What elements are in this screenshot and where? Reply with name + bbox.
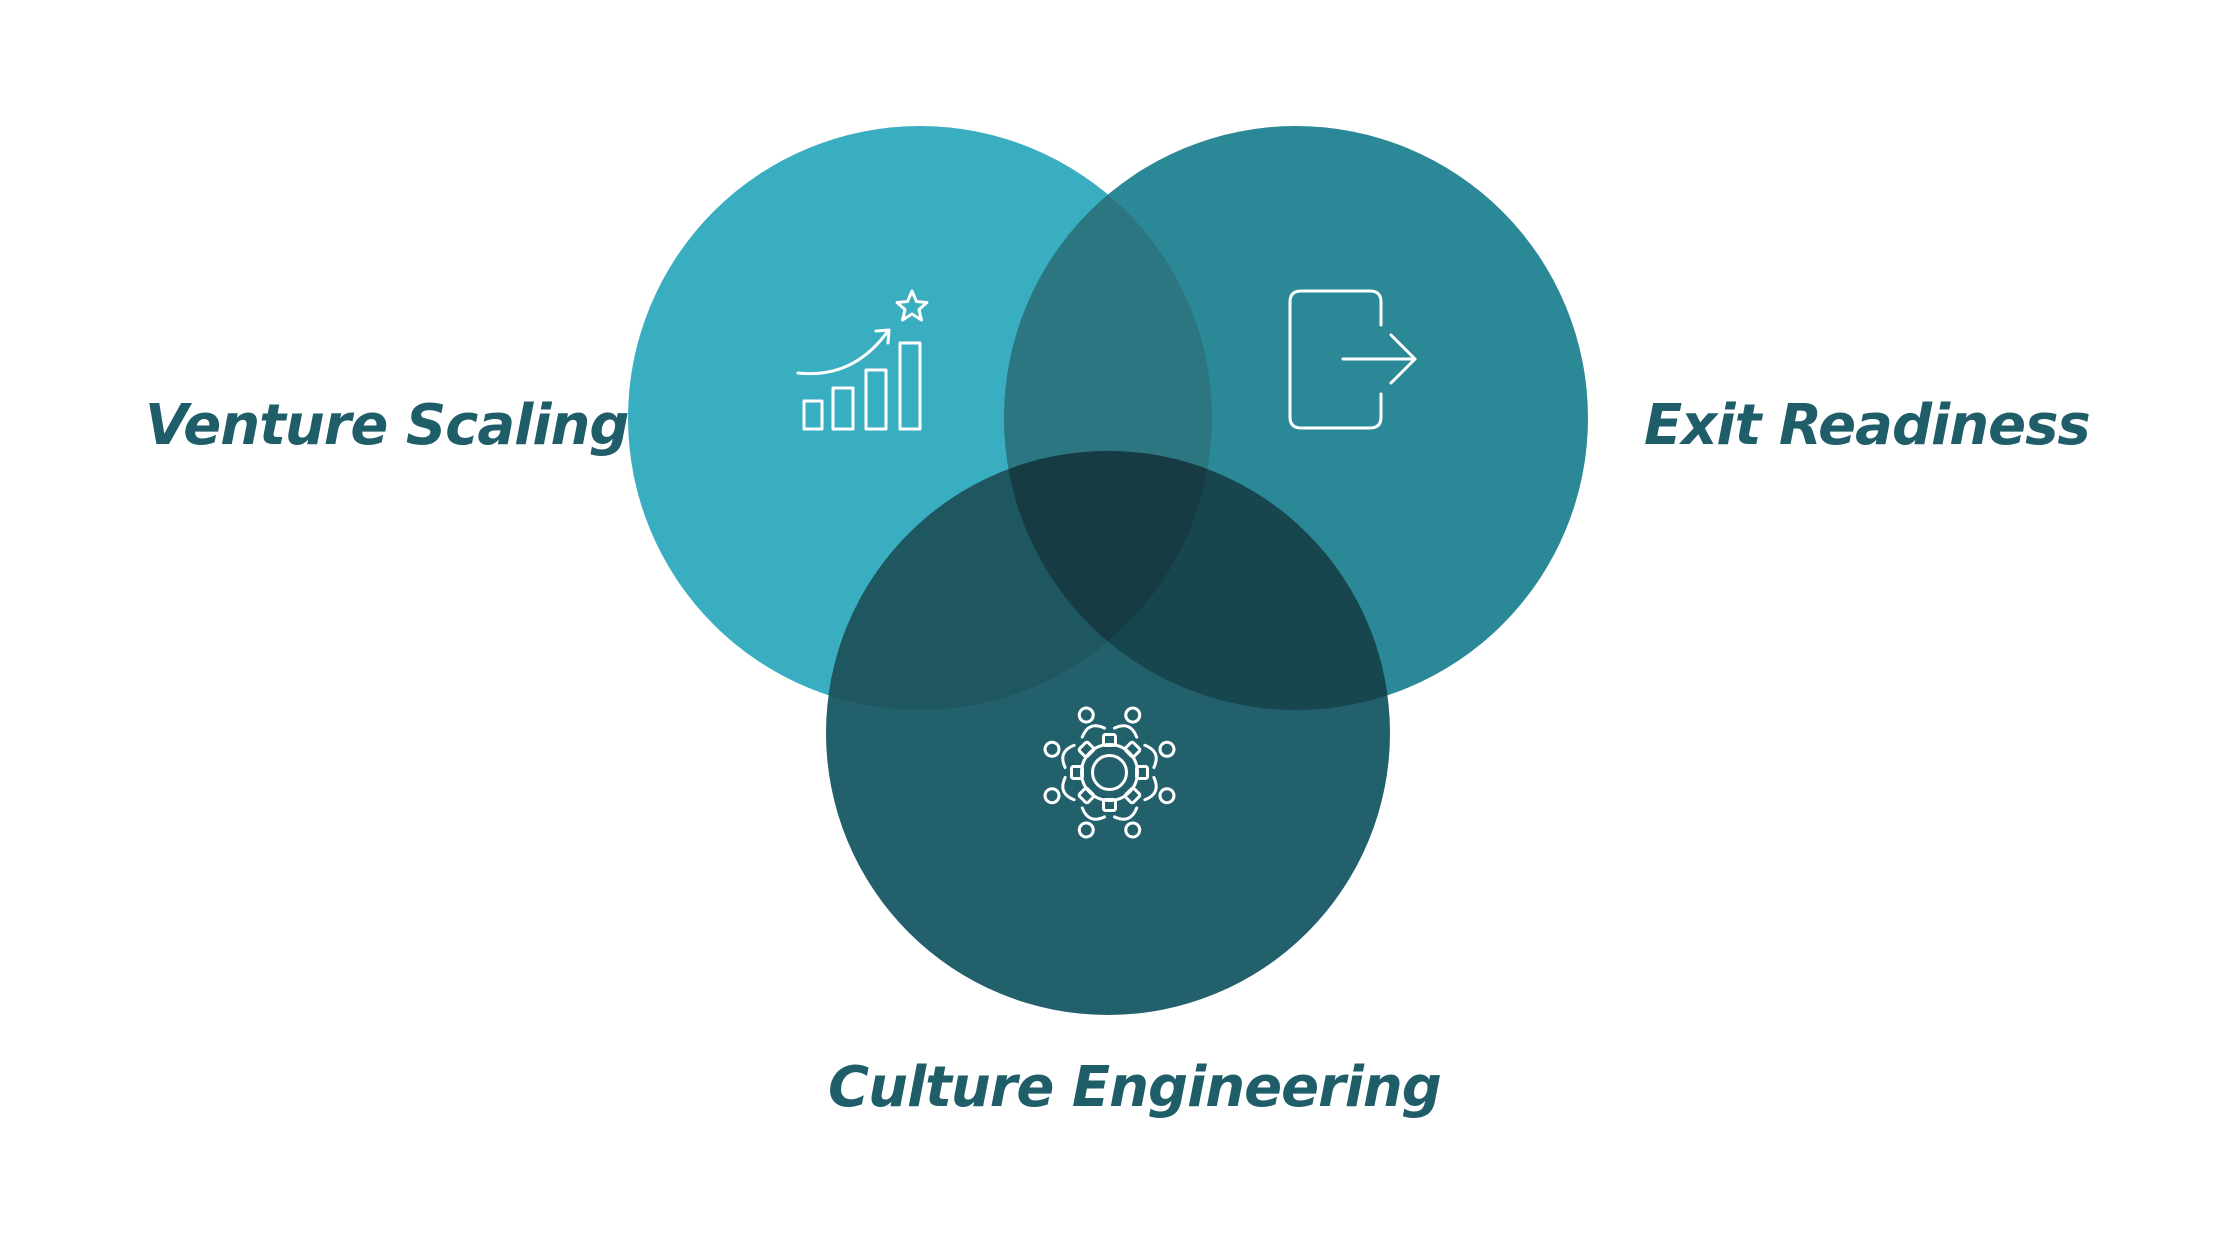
venture-scaling-label: Venture Scaling — [145, 393, 630, 458]
growth-chart-star-icon — [796, 289, 929, 431]
exit-culture-overlap — [1004, 451, 1390, 710]
exit-door-arrow-icon — [1288, 289, 1417, 430]
team-gear-icon — [1043, 706, 1176, 839]
venture-culture-overlap — [826, 451, 1212, 710]
exit-readiness-label: Exit Readiness — [1644, 393, 2091, 458]
culture-engineering-label: Culture Engineering — [828, 1055, 1442, 1120]
